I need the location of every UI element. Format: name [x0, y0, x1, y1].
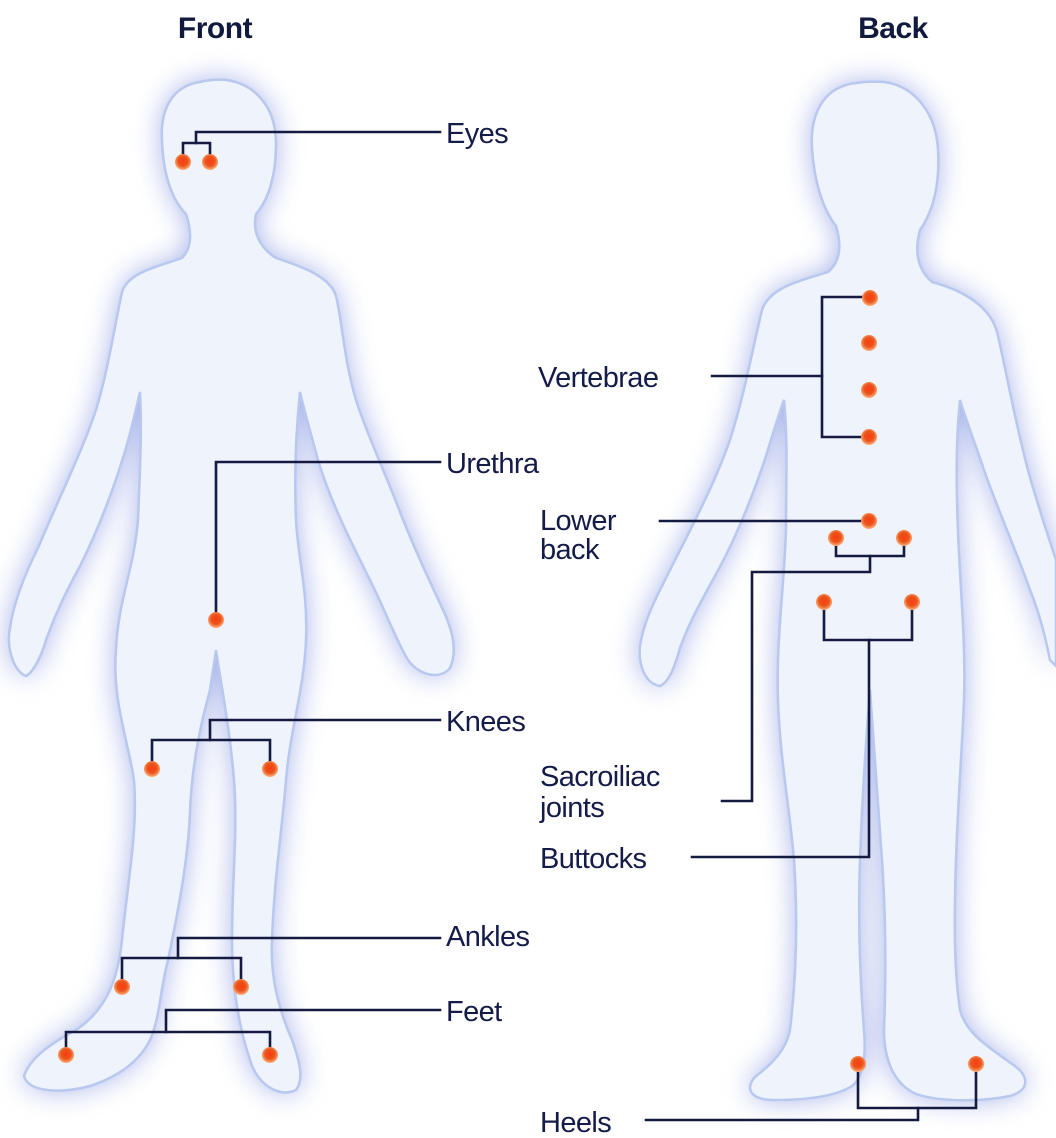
label-sacroiliac-line2: joints	[539, 792, 604, 824]
marker-vertebra-3	[861, 382, 877, 398]
marker-foot-right	[58, 1047, 74, 1063]
marker-sacroiliac-left	[828, 530, 844, 546]
label-sacroiliac-line1: Sacroiliac	[540, 761, 660, 793]
marker-buttock-right	[904, 594, 920, 610]
marker-eye-left	[202, 154, 218, 170]
label-heels: Heels	[540, 1107, 611, 1138]
marker-ankle-right	[114, 979, 130, 995]
back-view-title: Back	[858, 12, 929, 45]
marker-sacroiliac-right	[896, 530, 912, 546]
label-urethra: Urethra	[446, 448, 540, 480]
front-body-figure	[9, 80, 454, 1093]
marker-knee-left	[262, 761, 278, 777]
marker-vertebra-4	[861, 429, 877, 445]
marker-ankle-left	[233, 979, 249, 995]
label-lower-back-line2: back	[540, 534, 600, 566]
front-view-title: Front	[178, 12, 253, 45]
label-buttocks: Buttocks	[540, 843, 647, 875]
marker-vertebra-2	[861, 335, 877, 351]
label-knees: Knees	[446, 706, 525, 738]
marker-urethra	[208, 612, 224, 628]
marker-heel-right	[968, 1056, 984, 1072]
label-vertebrae: Vertebrae	[538, 362, 658, 394]
marker-foot-left	[262, 1047, 278, 1063]
marker-lower-back	[861, 513, 877, 529]
marker-heel-left	[850, 1056, 866, 1072]
back-body-figure	[640, 82, 1056, 1101]
label-lower-back-line1: Lower	[540, 505, 617, 537]
marker-vertebra-1	[862, 290, 878, 306]
label-eyes: Eyes	[446, 118, 508, 150]
label-ankles: Ankles	[446, 921, 530, 953]
marker-knee-right	[144, 761, 160, 777]
marker-buttock-left	[816, 594, 832, 610]
label-feet: Feet	[446, 996, 502, 1028]
marker-eye-right	[175, 154, 191, 170]
